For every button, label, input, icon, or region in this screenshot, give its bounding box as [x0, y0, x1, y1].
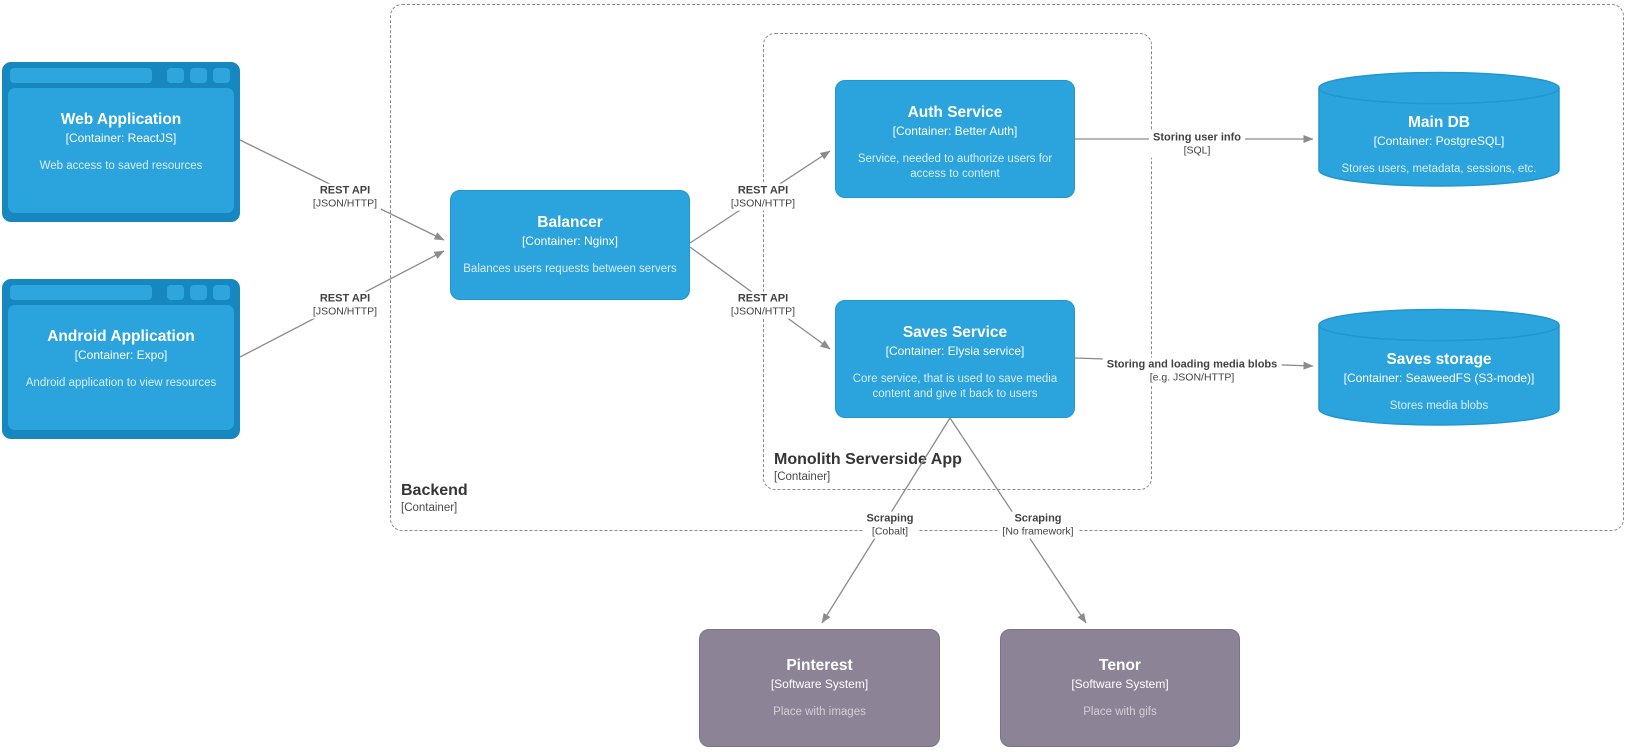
- node-description: Place with gifs: [1083, 705, 1157, 718]
- node-subtitle: [Container: PostgreSQL]: [1373, 134, 1505, 149]
- edge-label-saves-storage: Storing and loading media blobs [e.g. JS…: [1102, 357, 1282, 385]
- node-description: Web access to saved resources: [39, 159, 203, 172]
- edge-label-balancer-auth: REST API [JSON/HTTP]: [726, 183, 800, 211]
- node-subtitle: [Container: SeaweedFS (S3-mode)]: [1343, 371, 1535, 386]
- monolith-boundary: Monolith Serverside App [Container]: [763, 33, 1152, 490]
- browser-button-icon: [213, 68, 230, 83]
- edge-label-saves-pinterest: Scraping [Cobalt]: [862, 511, 918, 539]
- node-subtitle: [Container: Nginx]: [521, 234, 619, 249]
- browser-button-icon: [167, 68, 184, 83]
- node-title: Pinterest: [786, 657, 853, 674]
- node-subtitle: [Container: ReactJS]: [65, 131, 177, 146]
- pinterest-node: Pinterest [Software System] Place with i…: [699, 629, 940, 747]
- node-subtitle: [Software System]: [770, 677, 869, 692]
- node-subtitle: [Software System]: [1071, 677, 1169, 692]
- browser-button-icon: [167, 285, 184, 300]
- browser-button-icon: [213, 285, 230, 300]
- node-title: Auth Service: [907, 104, 1003, 121]
- web-application-node: Web Application [Container: ReactJS] Web…: [2, 62, 240, 222]
- node-title: Saves Service: [902, 324, 1008, 341]
- node-title: Android Application: [47, 328, 195, 345]
- node-subtitle: [Container: Expo]: [74, 348, 168, 363]
- node-subtitle: [Container: Elysia service]: [885, 344, 1025, 359]
- node-description: Place with images: [773, 705, 866, 718]
- address-bar: [10, 68, 152, 83]
- address-bar: [10, 285, 152, 300]
- node-description: Balances users requests between servers: [463, 262, 677, 275]
- balancer-node: Balancer [Container: Nginx] Balances use…: [450, 190, 690, 300]
- node-title: Main DB: [1408, 114, 1470, 131]
- database-cylinder-icon: [1318, 71, 1560, 187]
- tenor-node: Tenor [Software System] Place with gifs: [1000, 629, 1240, 747]
- saves-storage-node: Saves storage [Container: SeaweedFS (S3-…: [1318, 308, 1560, 426]
- monolith-boundary-title: Monolith Serverside App: [774, 451, 962, 468]
- node-title: Balancer: [537, 214, 603, 231]
- browser-page-area: Android Application [Container: Expo] An…: [8, 305, 234, 430]
- edge-label-saves-tenor: Scraping [No framework]: [998, 511, 1078, 539]
- node-description: Core service, that is used to save media…: [852, 372, 1058, 400]
- node-title: Saves storage: [1386, 351, 1492, 368]
- edge-label-web-balancer: REST API [JSON/HTTP]: [308, 183, 382, 211]
- node-description: Android application to view resources: [25, 376, 217, 389]
- browser-chrome: [2, 279, 240, 305]
- node-description: Stores users, metadata, sessions, etc.: [1341, 162, 1537, 175]
- database-cylinder-icon: [1318, 308, 1560, 426]
- main-db-node: Main DB [Container: PostgreSQL] Stores u…: [1318, 71, 1560, 187]
- edge-label-balancer-saves: REST API [JSON/HTTP]: [726, 291, 800, 319]
- monolith-boundary-subtitle: [Container]: [774, 471, 831, 483]
- saves-service-node: Saves Service [Container: Elysia service…: [835, 300, 1075, 418]
- backend-boundary-title: Backend: [401, 482, 468, 499]
- browser-button-icon: [190, 285, 207, 300]
- backend-boundary-label: Backend [Container]: [401, 482, 468, 514]
- node-description: Service, needed to authorize users for a…: [857, 152, 1053, 180]
- backend-boundary-subtitle: [Container]: [401, 502, 458, 514]
- node-title: Tenor: [1099, 657, 1141, 674]
- monolith-boundary-label: Monolith Serverside App [Container]: [774, 451, 962, 483]
- browser-chrome: [2, 62, 240, 88]
- android-application-node: Android Application [Container: Expo] An…: [2, 279, 240, 439]
- browser-page-area: Web Application [Container: ReactJS] Web…: [8, 88, 234, 213]
- node-title: Web Application: [60, 111, 182, 128]
- edge-label-android-balancer: REST API [JSON/HTTP]: [308, 291, 382, 319]
- edge-label-auth-maindb: Storing user info [SQL]: [1149, 130, 1245, 158]
- node-subtitle: [Container: Better Auth]: [892, 124, 1018, 139]
- auth-service-node: Auth Service [Container: Better Auth] Se…: [835, 80, 1075, 198]
- node-description: Stores media blobs: [1389, 399, 1489, 412]
- browser-button-icon: [190, 68, 207, 83]
